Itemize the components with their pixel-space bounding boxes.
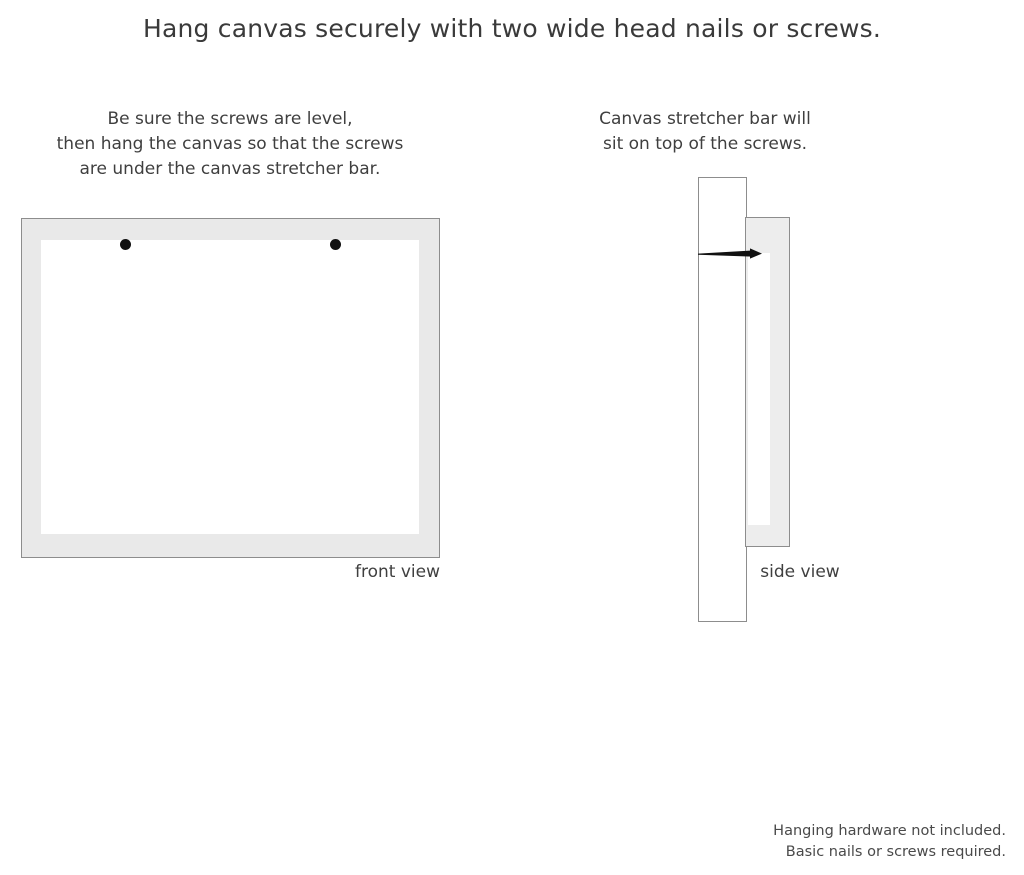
footer-line-1: Hanging hardware not included. [773, 823, 1006, 839]
side-view-label: side view [760, 562, 840, 582]
screw-head-left-icon [120, 239, 131, 250]
screw-head-right-icon [330, 239, 341, 250]
side-view-caption-line-1: Canvas stretcher bar will [599, 109, 811, 129]
wall-side [698, 177, 747, 622]
front-view-caption-line-2: then hang the canvas so that the screws [56, 134, 404, 154]
side-view-diagram [690, 170, 840, 630]
canvas-face-front [41, 240, 419, 534]
front-view-caption: Be sure the screws are level, then hang … [20, 107, 440, 182]
front-view-caption-line-3: are under the canvas stretcher bar. [79, 159, 381, 179]
footer-line-2: Basic nails or screws required. [785, 844, 1006, 860]
side-view-caption-line-2: sit on top of the screws. [602, 134, 808, 154]
page-title: Hang canvas securely with two wide head … [142, 14, 882, 43]
footer-disclaimer: Hanging hardware not included. Basic nai… [773, 821, 1006, 863]
screw-side-icon [698, 248, 762, 259]
front-view-diagram [21, 218, 440, 558]
front-view-label: front view [355, 562, 440, 582]
front-view-caption-line-1: Be sure the screws are level, [107, 109, 353, 129]
canvas-face-side [748, 253, 770, 525]
side-view-caption: Canvas stretcher bar will sit on top of … [575, 107, 835, 157]
